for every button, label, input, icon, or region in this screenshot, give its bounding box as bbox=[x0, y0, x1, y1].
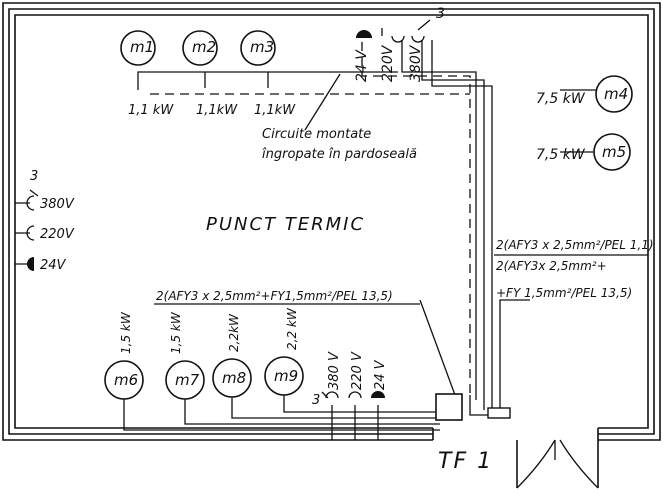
phase-label: 3 bbox=[30, 169, 38, 184]
phase-label: 3 bbox=[436, 6, 445, 22]
outlet-220v-icon bbox=[348, 391, 362, 399]
power-label: 1,1kW bbox=[196, 103, 238, 118]
note-line-1: Circuite montate bbox=[262, 127, 371, 142]
note-leader bbox=[304, 73, 341, 131]
voltage-label: 380V bbox=[40, 197, 75, 212]
power-label: 2,2 kW bbox=[285, 307, 299, 350]
voltage-label: 380 V bbox=[327, 351, 342, 390]
power-label: 2,2kW bbox=[227, 313, 241, 352]
motor-label: m8 bbox=[222, 369, 246, 387]
note-line-2: îngropate în pardoseală bbox=[262, 147, 417, 162]
motor-label: m1 bbox=[130, 38, 154, 56]
outlet-24v-icon bbox=[356, 30, 372, 38]
outlet-380v-icon bbox=[26, 189, 39, 211]
power-label: 1,1kW bbox=[254, 103, 296, 118]
floor-wiring bbox=[123, 299, 456, 440]
motor-m1: m1 bbox=[120, 30, 156, 66]
voltage-label: 24V bbox=[40, 258, 67, 273]
phase-label: 3 bbox=[312, 393, 320, 408]
voltage-label: 220V bbox=[380, 44, 396, 82]
distribution-panel bbox=[435, 393, 463, 421]
outlet-380v-icon bbox=[411, 19, 431, 43]
outlet-24v-icon bbox=[27, 257, 34, 271]
motor-m4: m4 bbox=[595, 75, 633, 113]
motor-label: m6 bbox=[114, 371, 138, 389]
cable-spec-line-3: +FY 1,5mm²/PEL 13,5) bbox=[496, 286, 632, 300]
voltage-label: 220V bbox=[40, 227, 75, 242]
panel-label: TF 1 bbox=[438, 449, 493, 474]
motor-m5: m5 bbox=[593, 133, 631, 171]
power-label: 7,5 kW bbox=[536, 147, 586, 163]
motor-m9: m9 bbox=[264, 356, 304, 396]
cable-spec: 2(AFY3 x 2,5mm²+FY1,5mm²/PEL 13,5) bbox=[156, 289, 393, 303]
voltage-label: 380V bbox=[408, 44, 424, 82]
motor-m2: m2 bbox=[182, 30, 218, 66]
motor-m3: m3 bbox=[240, 30, 276, 66]
left-outlets: 3 380V 220V 24V bbox=[15, 169, 75, 273]
power-label: 1,1 kW bbox=[128, 103, 174, 118]
voltage-label: 24 V bbox=[354, 49, 370, 82]
room-walls bbox=[2, 2, 661, 441]
bottom-outlets: 3 380 V 220 V 24 V bbox=[312, 351, 388, 408]
wiring-bundle bbox=[137, 40, 598, 416]
motor-label: m9 bbox=[274, 367, 298, 385]
motor-label: m5 bbox=[602, 143, 626, 161]
outlet-220v-icon bbox=[381, 28, 405, 43]
cable-spec-line-1: 2(AFY3 x 2,5mm²/PEL 1,1) bbox=[496, 238, 654, 252]
motor-label: m3 bbox=[250, 38, 274, 56]
door bbox=[516, 439, 599, 489]
voltage-label: 220 V bbox=[350, 351, 365, 390]
power-label: 1,5 kW bbox=[119, 311, 133, 354]
motor-m7: m7 bbox=[165, 360, 205, 400]
power-label: 7,5 kW bbox=[536, 91, 586, 107]
junction-box bbox=[487, 407, 511, 419]
power-label: 1,5 kW bbox=[169, 311, 183, 354]
motor-label: m2 bbox=[192, 38, 216, 56]
motor-m8: m8 bbox=[212, 358, 252, 398]
outlet-380v-icon bbox=[321, 391, 339, 399]
top-outlets: 24 V 220V 380V 3 bbox=[354, 6, 445, 82]
room-title: PUNCT TERMIC bbox=[206, 214, 365, 235]
motor-label: m4 bbox=[604, 85, 628, 103]
motor-label: m7 bbox=[175, 371, 200, 389]
motor-m6: m6 bbox=[104, 360, 144, 400]
voltage-label: 24 V bbox=[373, 359, 388, 390]
outlet-24v-icon bbox=[371, 391, 385, 398]
cable-spec-line-2: 2(AFY3x 2,5mm²+ bbox=[496, 259, 607, 273]
